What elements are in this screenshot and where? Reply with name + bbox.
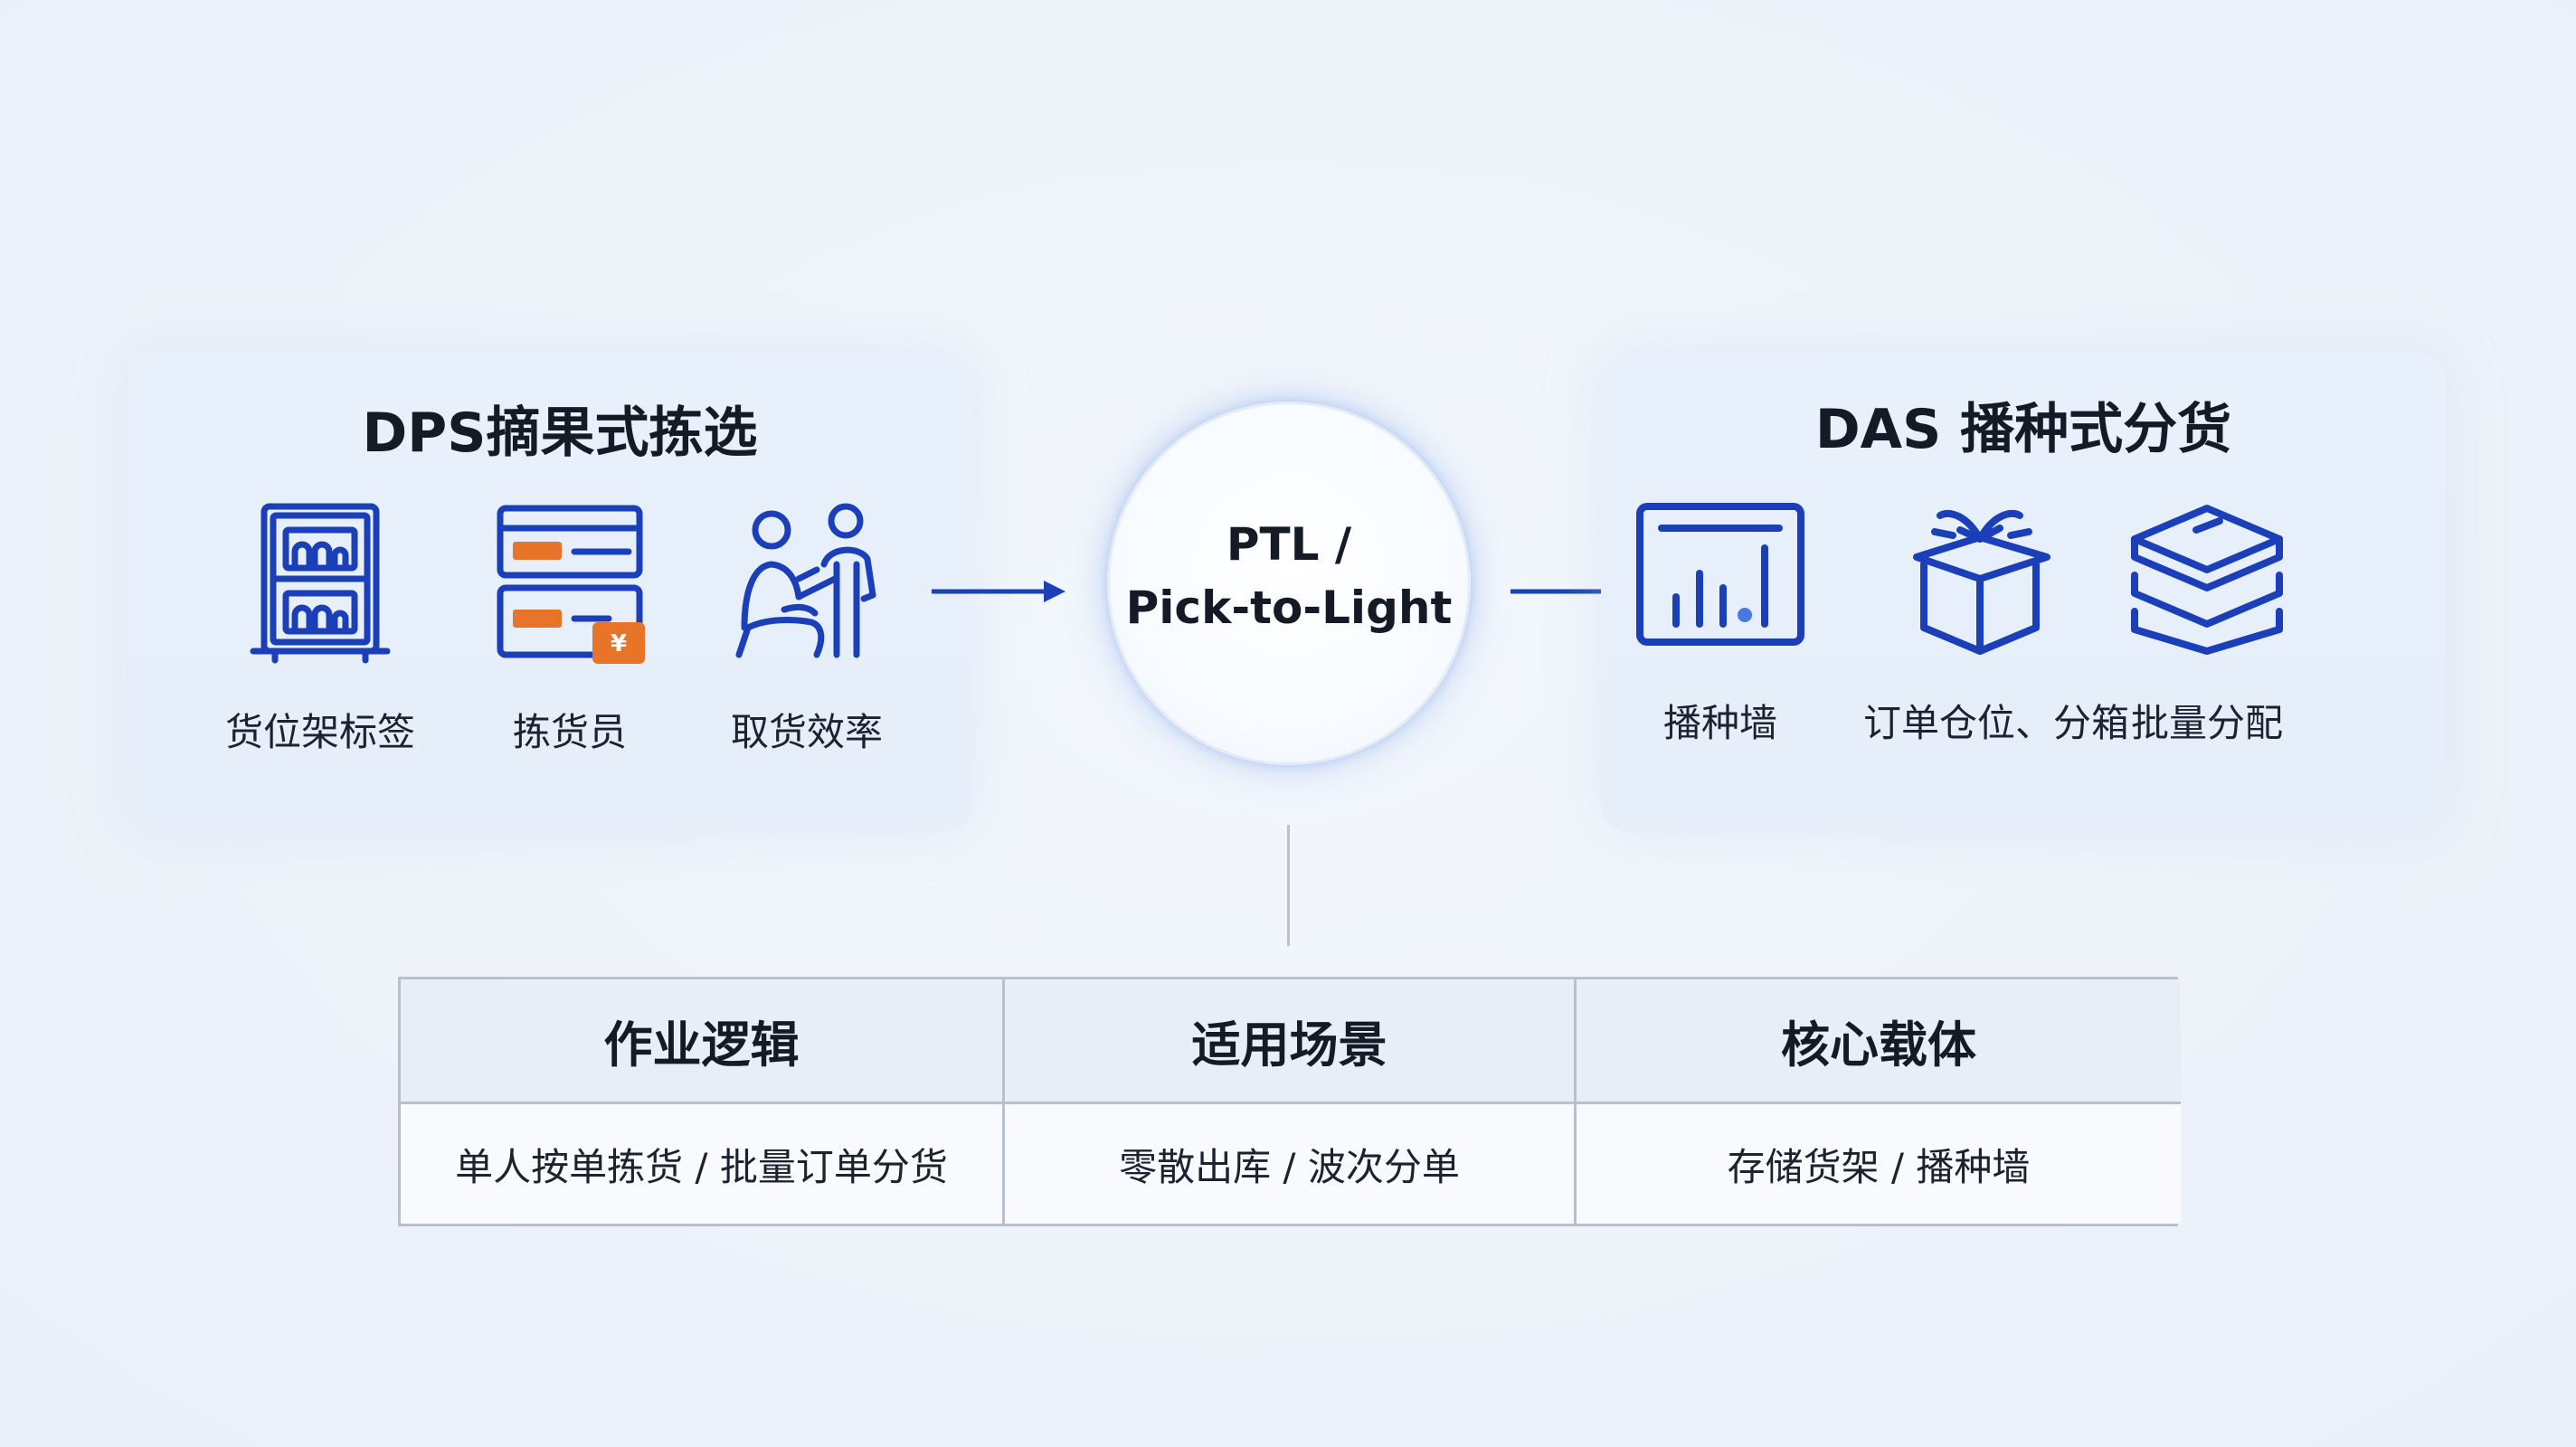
picker-tray-icon: ¥ [497, 505, 645, 664]
people-efficiency-icon [735, 503, 876, 658]
ptl-center-node: PTL / Pick-to-Light [1107, 402, 1471, 765]
table-column: 核心载体 存储货架 / 播种墙 [1577, 979, 2181, 1224]
das-item-label: 订单仓位、分箱 [1863, 701, 2130, 745]
ptl-line2: Pick-to-Light [1125, 582, 1453, 634]
dps-item-shelf-label: 货位架标签 [203, 501, 438, 757]
ptl-line1: PTL / [1226, 518, 1352, 571]
dps-item-label: 货位架标签 [224, 710, 415, 754]
dps-item-efficiency: 取货效率 [689, 501, 924, 757]
gift-box-icon [1913, 509, 2050, 655]
dps-item-label: 拣货员 [512, 710, 627, 754]
das-item-sowing-wall: 播种墙 [1603, 501, 1838, 748]
das-item-batch: 批量分配 [2089, 501, 2325, 748]
arrow-right-icon [932, 581, 1065, 602]
table-value-cell: 单人按单拣货 / 批量订单分货 [401, 1104, 1005, 1224]
connector-line [1287, 825, 1290, 946]
das-panel: DAS 播种式分货 播种墙 [1601, 353, 2446, 830]
table-column: 适用场景 零散出库 / 波次分单 [1005, 979, 1577, 1224]
table-header-cell: 核心载体 [1577, 979, 2181, 1104]
layers-stack-icon [2131, 505, 2283, 655]
dps-item-label: 取货效率 [730, 710, 883, 754]
das-item-label: 批量分配 [2130, 701, 2283, 745]
table-value-cell: 存储货架 / 播种墙 [1577, 1104, 2181, 1224]
das-item-order-box: 订单仓位、分箱 [1863, 501, 2130, 748]
table-column: 作业逻辑 单人按单拣货 / 批量订单分货 [401, 979, 1005, 1224]
table-header-cell: 作业逻辑 [401, 979, 1005, 1104]
das-title: DAS 播种式分货 [1814, 398, 2232, 461]
shelf-label-icon [250, 503, 391, 664]
dps-title: DPS摘果式拣选 [362, 402, 758, 465]
bar-chart-board-icon [1636, 503, 1804, 646]
table-header-cell: 适用场景 [1005, 979, 1577, 1104]
table-value-cell: 零散出库 / 波次分单 [1005, 1104, 1577, 1224]
svg-text:¥: ¥ [611, 630, 627, 657]
summary-table: 作业逻辑 单人按单拣货 / 批量订单分货 适用场景 零散出库 / 波次分单 核心… [398, 977, 2181, 1226]
dps-item-picker: ¥ 拣货员 [452, 501, 687, 757]
das-item-label: 播种墙 [1662, 701, 1777, 745]
dps-panel: DPS摘果式拣选 [128, 353, 973, 830]
